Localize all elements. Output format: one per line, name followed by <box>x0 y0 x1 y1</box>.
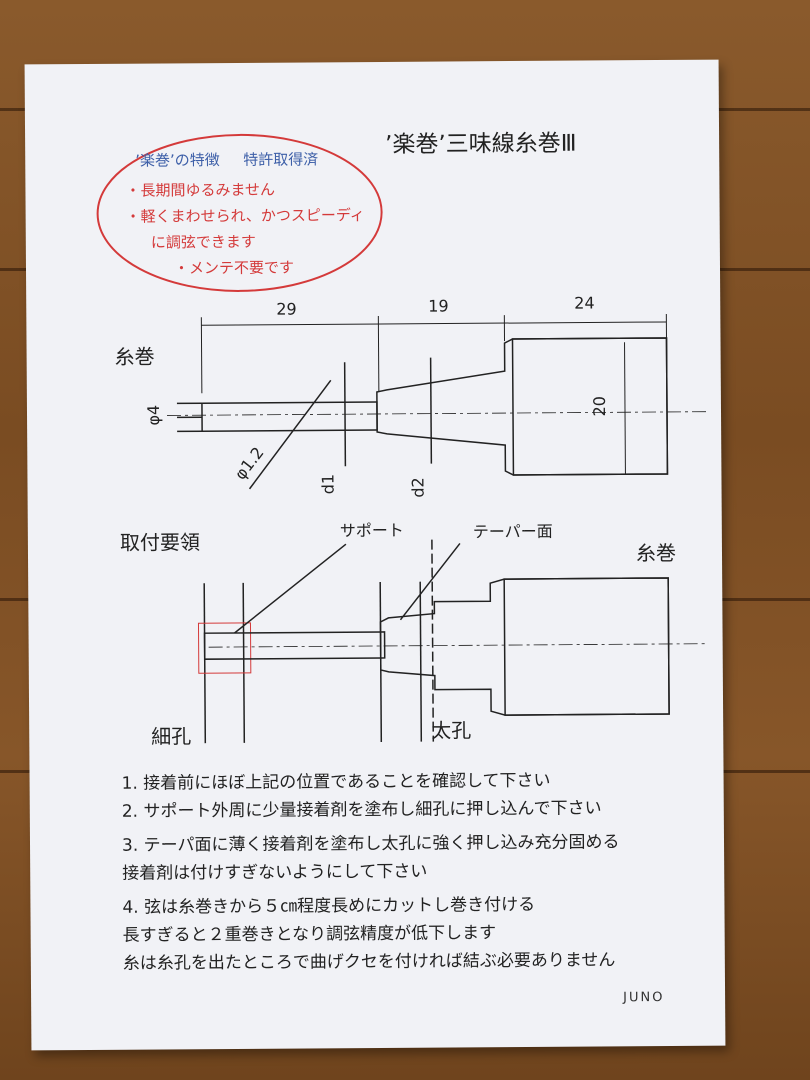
label-small-hole: 細孔 <box>151 724 191 748</box>
step-line: 1. 接着前にほぼ上記の位置であることを確認して下さい <box>121 770 551 794</box>
feature-item: ・メンテ不要です <box>174 259 294 278</box>
dim-29: 29 <box>276 300 296 319</box>
label-large-hole: 太孔 <box>431 718 471 742</box>
dim-24: 24 <box>574 293 594 312</box>
step-line: 長すぎると２重巻きとなり調弦精度が低下します <box>122 923 497 946</box>
peg-top-view <box>167 337 708 490</box>
label-support: サポート <box>340 521 404 540</box>
dim-shaft: φ4 <box>144 405 163 426</box>
step-line: 糸は糸孔を出たところで曲げクセを付ければ結ぶ必要ありません <box>122 950 616 974</box>
patent-label: 特許取得済 <box>243 150 318 169</box>
features-heading: ’楽巻’の特徴 <box>135 151 220 170</box>
feature-item: ・軽くまわせられ、かつスピーディ <box>126 206 365 226</box>
step-line: 4. 弦は糸巻きから５㎝程度長めにカットし巻き付ける <box>122 894 536 918</box>
instruction-sheet: ’楽巻’三味線糸巻Ⅲ ’楽巻’の特徴 特許取得済 ・長期間ゆるみません ・軽くま… <box>24 59 726 1051</box>
feature-item: ・長期間ゆるみません <box>125 181 275 200</box>
dim-d2: d2 <box>408 477 427 497</box>
label-mounting: 取付要領 <box>120 530 200 555</box>
signature: JUNO <box>623 989 665 1006</box>
feature-item: に調弦できます <box>151 233 256 252</box>
label-taper: テーパー面 <box>473 522 553 542</box>
step-line: 接着剤は付けすぎないようにして下さい <box>122 861 428 884</box>
label-peg-2: 糸巻 <box>636 541 676 565</box>
dim-hole: φ1.2 <box>231 443 268 483</box>
technical-drawing: ’楽巻’三味線糸巻Ⅲ ’楽巻’の特徴 特許取得済 ・長期間ゆるみません ・軽くま… <box>96 131 709 749</box>
dim-20: 20 <box>590 396 609 416</box>
features-oval <box>96 133 383 292</box>
peg-mounted-view <box>197 539 709 744</box>
label-peg: 糸巻 <box>115 345 155 369</box>
instruction-steps: 1. 接着前にほぼ上記の位置であることを確認して下さい 2. サポート外周に少量… <box>121 766 722 978</box>
dimension-lines <box>200 313 668 475</box>
dim-d1: d1 <box>318 474 337 494</box>
dim-19: 19 <box>428 296 448 315</box>
step-line: 3. テーパ面に薄く接着剤を塗布し太孔に強く押し込み充分固める <box>121 832 620 856</box>
step-line: 2. サポート外周に少量接着剤を塗布し細孔に押し込んで下さい <box>121 798 602 822</box>
page-title: ’楽巻’三味線糸巻Ⅲ <box>385 131 577 158</box>
